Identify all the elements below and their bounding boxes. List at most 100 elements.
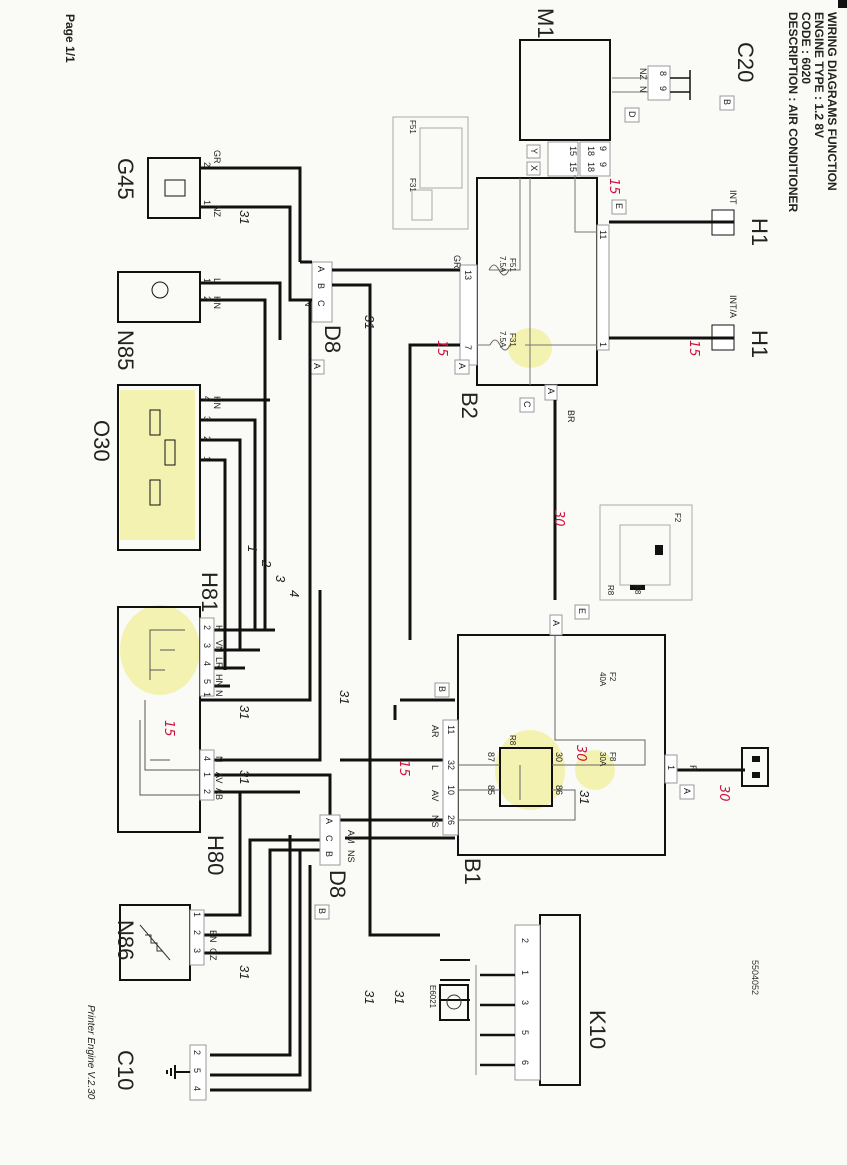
annotation-31: 31 xyxy=(362,315,377,329)
d8a-pin: C xyxy=(316,300,326,307)
b2-tag-e: E xyxy=(614,203,624,209)
annotation-15: 15 xyxy=(606,178,621,195)
h81-wire: N xyxy=(214,690,224,697)
b1-label: B1 xyxy=(460,858,485,885)
d8b-pin: A xyxy=(324,818,334,824)
annotation-30: 30 xyxy=(573,745,588,762)
b1-tag-e: E xyxy=(577,608,587,614)
c20-pin: 8 xyxy=(658,71,668,76)
fuse-f51-rating: 7.5A xyxy=(498,256,507,273)
relay-r8-name: R8 xyxy=(508,735,517,746)
highlights xyxy=(120,328,615,810)
b1-pin-a: A xyxy=(551,620,561,626)
h1-inta-tag: INT/A xyxy=(728,295,738,318)
connector-d8-b: A C B AM NS D8 B xyxy=(314,814,356,920)
c20-pin: 9 xyxy=(658,86,668,91)
b1-wire: NS xyxy=(430,815,440,828)
annotation-31: 31 xyxy=(237,705,252,719)
o30-pin: 3 xyxy=(202,416,212,421)
h80-pin: 4 xyxy=(202,756,212,761)
annotation-15: 15 xyxy=(396,760,411,777)
o30-label: O30 xyxy=(89,420,114,462)
scan-mark xyxy=(838,0,847,8)
fuse-f8-rating: 30A xyxy=(598,752,607,767)
o30-wire: HN xyxy=(212,396,222,409)
annotation-15: 15 xyxy=(434,340,449,357)
e6021-label: E6021 xyxy=(428,985,437,1009)
annotation-15: 15 xyxy=(686,340,701,357)
b1-pin: 11 xyxy=(446,725,456,734)
h81-pin: 4 xyxy=(202,661,212,666)
annotation-31: 31 xyxy=(237,965,252,979)
sensor-g45: G45 2 1 GR NZ xyxy=(113,150,222,219)
module-m1: M1 9 18 15 9 18 15 Y X xyxy=(519,8,611,177)
g45-pin: 1 xyxy=(202,200,212,205)
h81-wire: HN xyxy=(214,674,224,687)
o30-pin: 2 xyxy=(202,436,212,441)
h1-int-tag: INT xyxy=(728,190,738,205)
d8b-pin: C xyxy=(324,835,334,842)
h81-pin: 2 xyxy=(202,625,212,630)
h81-pin: 1 xyxy=(202,692,212,697)
b2-pin: 13 xyxy=(463,270,473,280)
d8a-label: D8 xyxy=(320,325,345,353)
b1-tag-b: B xyxy=(437,686,447,692)
n85-pin: 1 xyxy=(202,278,212,283)
g45-label: G45 xyxy=(113,158,138,200)
c20-wire: NZ xyxy=(638,68,648,80)
header-title: WIRING DIAGRAMS FUNCTION xyxy=(825,12,839,191)
fuse-f51-name: F51 xyxy=(508,258,517,272)
h1-int: INT H1 xyxy=(711,190,772,246)
n85-wire: L xyxy=(212,278,222,283)
annotation-30: 30 xyxy=(716,785,731,802)
c20-tag: B xyxy=(722,99,732,105)
annotation-4: 4 xyxy=(287,590,302,597)
inset-r8: R8 xyxy=(606,585,615,596)
k10-pin: 5 xyxy=(520,1030,530,1035)
c10-pin: 2 xyxy=(192,1050,202,1055)
diagram-header: WIRING DIAGRAMS FUNCTION ENGINE TYPE : 1… xyxy=(786,12,839,213)
d8a-pin: N xyxy=(303,300,313,307)
inset-f51: F51 xyxy=(408,120,417,134)
n85-wire: HN xyxy=(212,296,222,309)
fuse-f31-rating: 7.5A xyxy=(498,331,507,348)
fuse-box-b1: B1 E A B 11 32 10 26 AR L AV NS 1 R A R8… xyxy=(430,604,698,885)
n86-label: N86 xyxy=(113,920,138,960)
k10-pin: 3 xyxy=(520,1000,530,1005)
b2-tag-a: A xyxy=(457,363,467,369)
annotation-31: 31 xyxy=(237,770,252,784)
n85-label: N85 xyxy=(113,330,138,370)
h80-pin: 2 xyxy=(202,789,212,794)
o30-pin: 1 xyxy=(202,456,212,461)
h81-wire: H xyxy=(214,625,224,632)
relay-pin: 30 xyxy=(554,752,564,762)
switch-k10: 2 1 3 5 6 K10 E6021 xyxy=(428,914,610,1086)
annotation-31: 31 xyxy=(577,790,592,804)
n86-pin: 1 xyxy=(192,912,202,917)
h1-inta: INT/A H1 xyxy=(711,295,772,358)
annotation-30: 30 xyxy=(551,510,566,527)
inset-f8: F8 xyxy=(633,585,642,595)
c10-label: C10 xyxy=(113,1050,138,1090)
fuse-box-inset-b1: F2 F8 R8 xyxy=(599,504,693,601)
sensor-n86: N86 1 2 3 BN GZ xyxy=(113,904,218,981)
c10-pin: 5 xyxy=(192,1068,202,1073)
motor-n85: N85 1 2 L HN xyxy=(113,271,222,370)
h81-pin: 3 xyxy=(202,643,212,648)
h80-wire: AB xyxy=(214,788,224,800)
m1-pin: 9 xyxy=(598,146,608,151)
c20-wire: N xyxy=(638,86,648,93)
b2-pin-a: A xyxy=(546,388,556,394)
m1-pin: 18 xyxy=(586,162,596,172)
k10-pin: 2 xyxy=(520,938,530,943)
annotation-1: 1 xyxy=(245,545,260,552)
g45-wire: GR xyxy=(212,150,222,164)
annotation-2: 2 xyxy=(259,559,274,568)
b1-pin: 26 xyxy=(446,815,456,825)
m1-pin: 18 xyxy=(586,146,596,156)
page-number: Page 1/1 xyxy=(63,14,77,63)
m1-pin: 9 xyxy=(598,162,608,167)
h81-wire: LR xyxy=(214,657,224,669)
h80-wire: N xyxy=(214,756,224,763)
d8b-tag: B xyxy=(317,908,327,914)
